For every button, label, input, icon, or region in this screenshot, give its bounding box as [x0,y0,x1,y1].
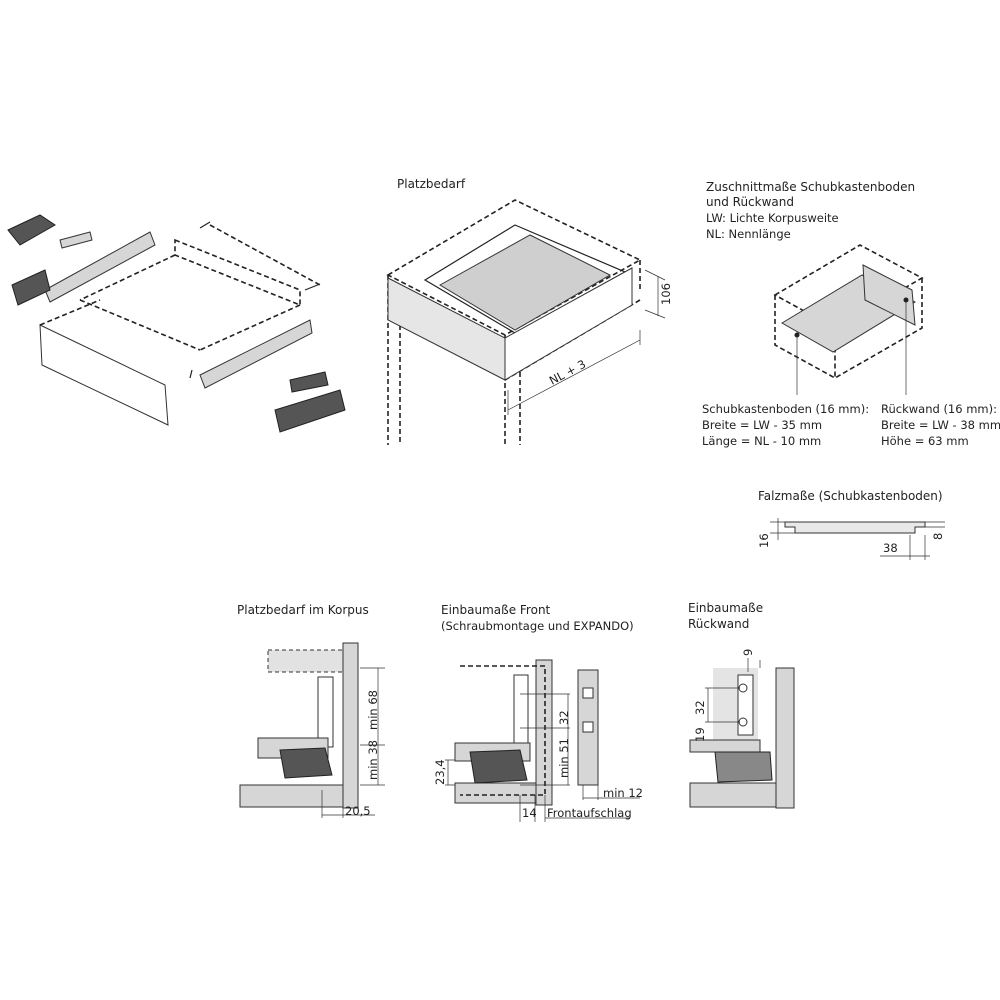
front-dim-14: 14 [522,806,537,820]
rueckwand-hoehe: Höhe = 63 mm [881,434,969,448]
platzbedarf-section: Platzbedarf 106 NL + 3 [386,177,673,445]
front-title: Einbaumaße Front [441,603,551,617]
front-dim-32: 32 [557,710,571,725]
exploded-drawer-view [7,214,346,433]
front-dim-23-4: 23,4 [433,759,447,785]
zuschnitt-title-line2: und Rückwand [706,195,794,209]
legend-nl: NL: Nennlänge [706,227,791,241]
boden-laenge: Länge = NL - 10 mm [702,434,821,448]
korpus-title: Platzbedarf im Korpus [237,603,369,617]
platzbedarf-title: Platzbedarf [397,177,466,191]
front-subtitle: (Schraubmontage und EXPANDO) [441,619,634,633]
front-dim-min-51: min 51 [557,738,571,778]
zuschnitt-title-line1: Zuschnittmaße Schubkastenboden [706,180,915,194]
rueckwand-dim-19: 19 [693,727,707,742]
rueckwand-marker [903,297,909,303]
front-dim-min-12: min 12 [603,786,643,800]
dim-nl-plus-3: NL + 3 [547,357,588,388]
zuschnitt-section: Zuschnittmaße Schubkastenboden und Rückw… [702,180,1000,448]
dim-106: 106 [659,283,673,305]
dim-38: 38 [883,541,898,555]
dim-min-38: min 38 [366,740,380,780]
korpus-section: Platzbedarf im Korpus min 68 min 38 20,5 [237,603,385,818]
legend-lw: LW: Lichte Korpusweite [706,211,839,225]
rueckwand-dim-9: 9 [741,649,755,656]
dim-min-68: min 68 [366,690,380,730]
dim-16: 16 [757,533,771,548]
rueckwand-breite: Breite = LW - 38 mm [881,418,1000,432]
boden-marker [794,332,800,338]
falzmasse-title: Falzmaße (Schubkastenboden) [758,489,943,503]
front-dim-frontaufschlag: Frontaufschlag [547,806,632,820]
boden-heading: Schubkastenboden (16 mm): [702,402,869,416]
rueckwand-mount-title-line1: Einbaumaße [688,601,763,615]
boden-breite: Breite = LW - 35 mm [702,418,822,432]
dim-8: 8 [931,533,945,540]
falzmasse-section: Falzmaße (Schubkastenboden) 16 38 8 [757,489,945,560]
front-section: Einbaumaße Front (Schraubmontage und EXP… [433,603,643,822]
rueckwand-mount-section: Einbaumaße Rückwand 9 32 19 [688,601,795,809]
rueckwand-heading: Rückwand (16 mm): [881,402,997,416]
rueckwand-dim-32: 32 [693,700,707,715]
dim-20-5: 20,5 [345,804,371,818]
rueckwand-mount-title-line2: Rückwand [688,617,749,631]
